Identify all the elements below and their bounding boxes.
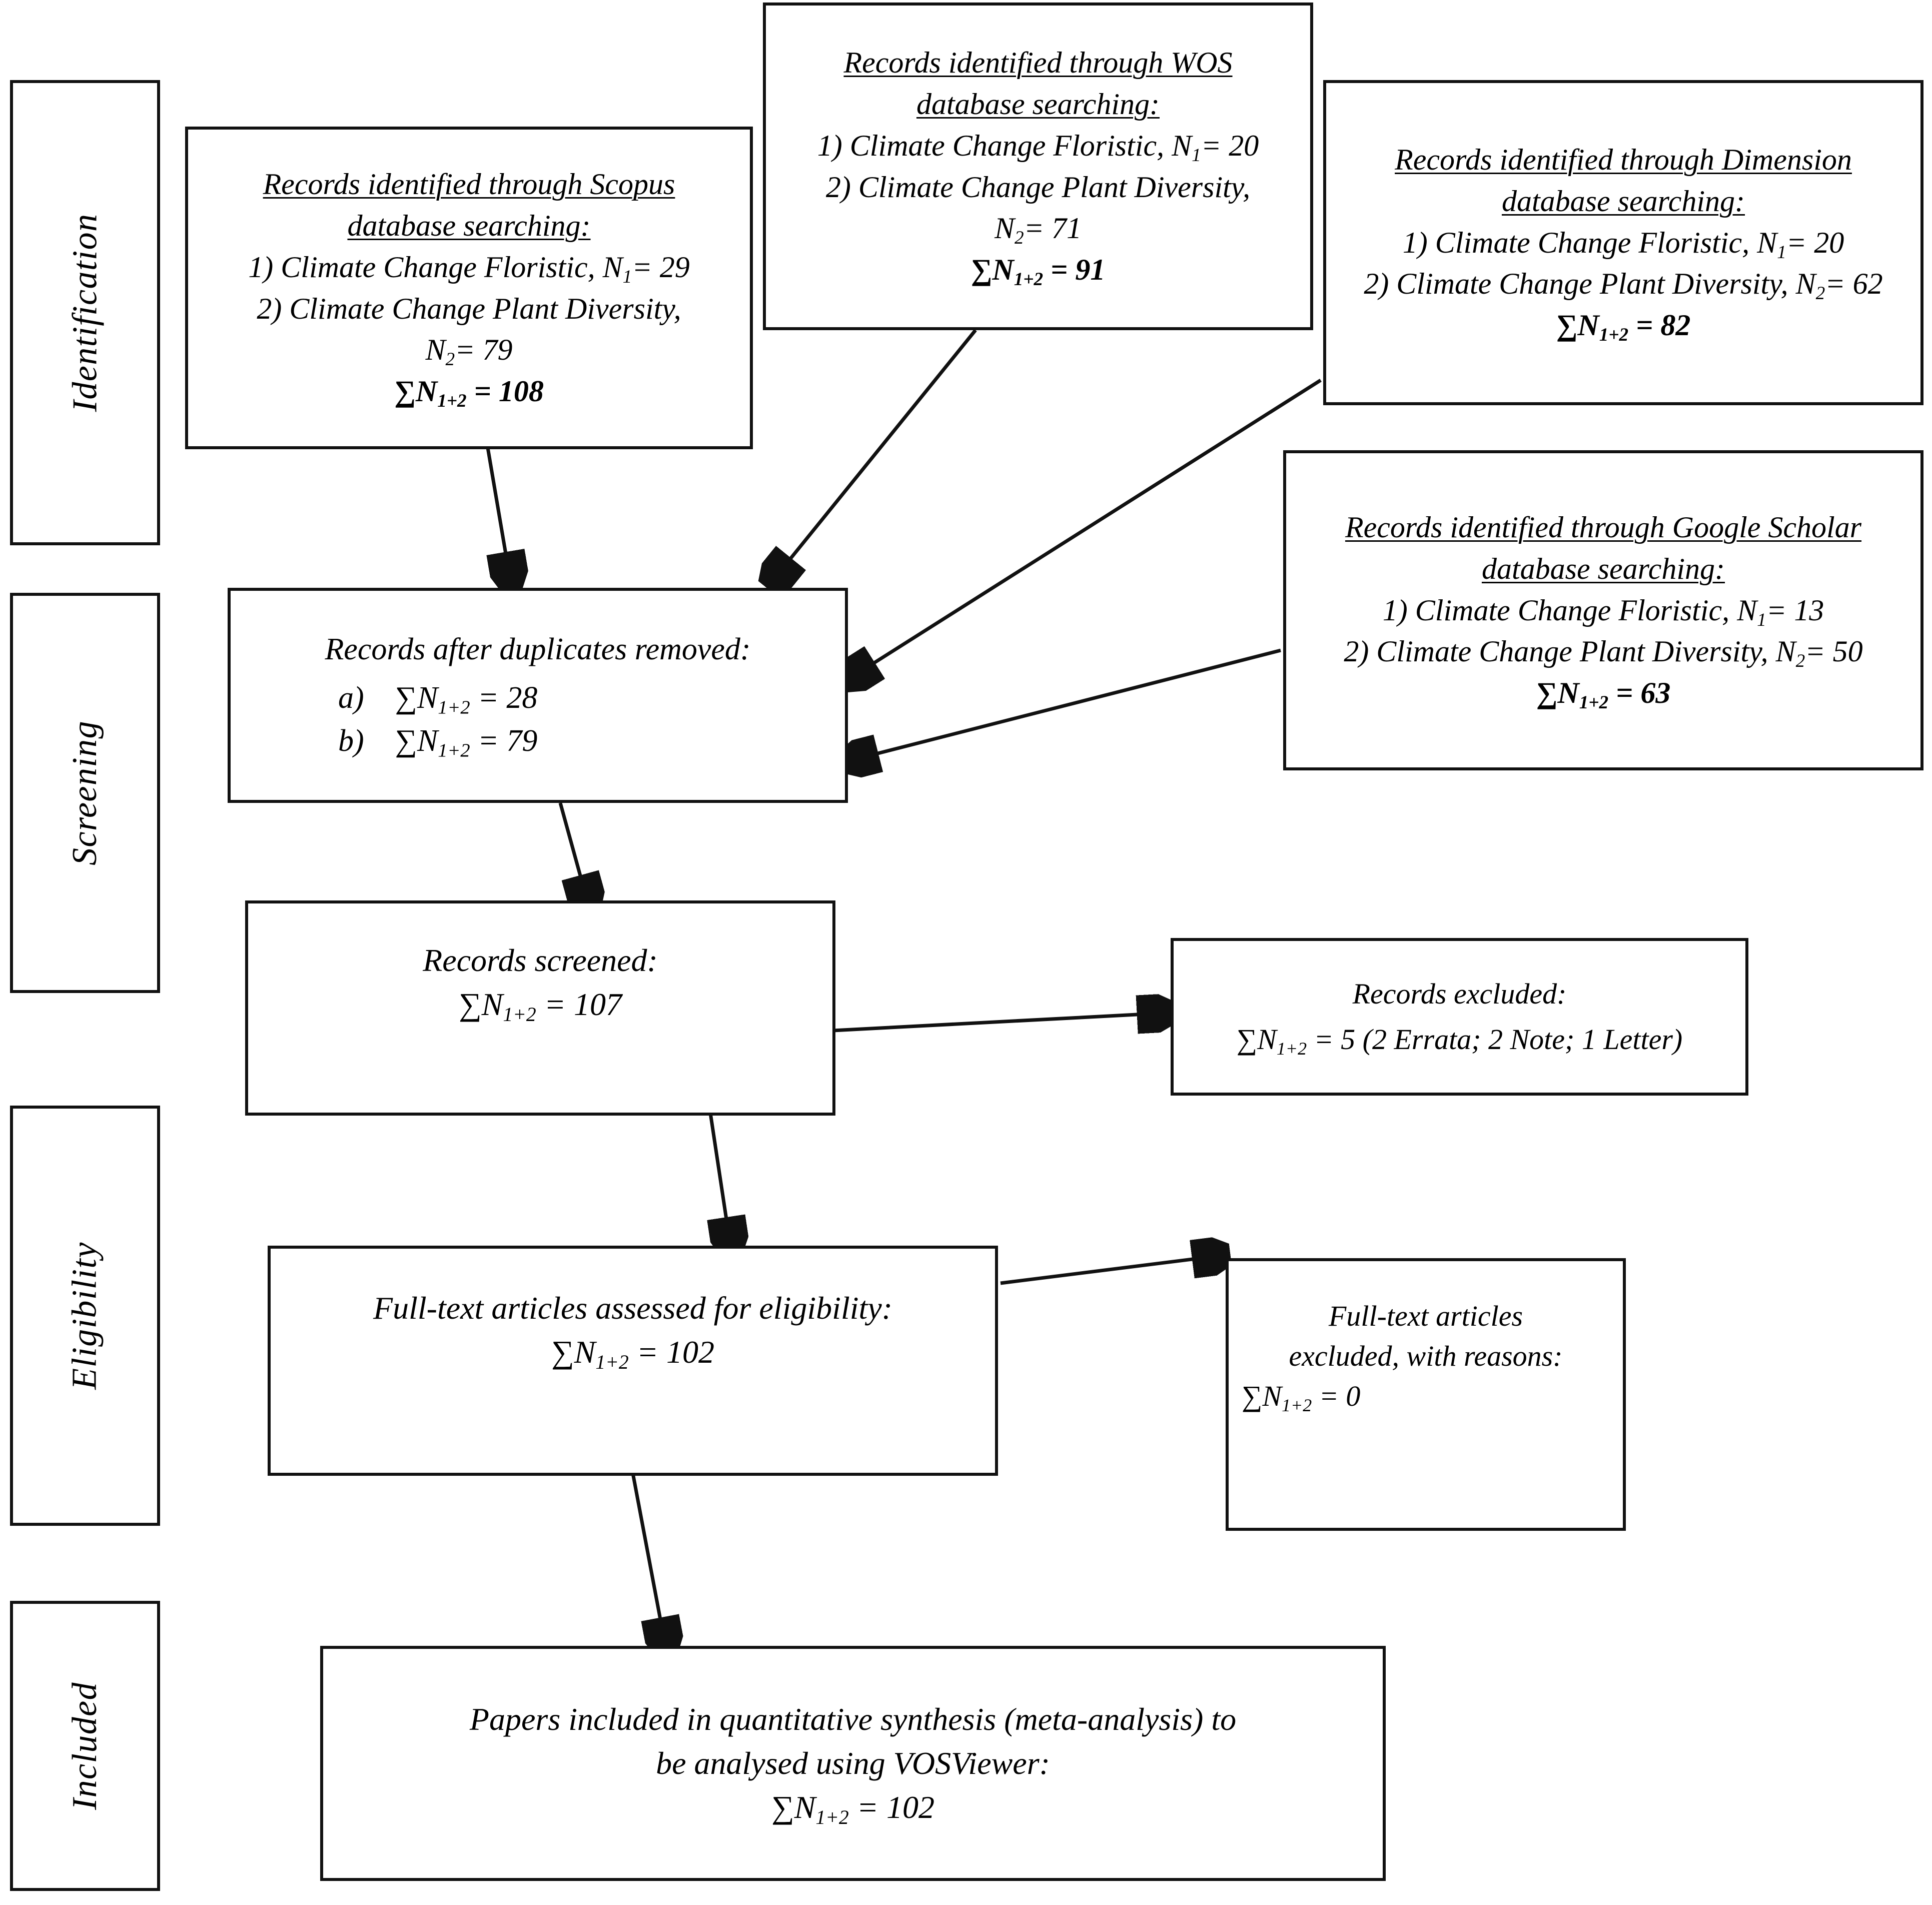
fulltext-excluded-title-line1: Full-text articles [1328, 1300, 1523, 1332]
step-box-fulltext-excluded: Full-text articles excluded, with reason… [1226, 1258, 1626, 1531]
arrow-screened-to-fulltext [710, 1113, 730, 1246]
scopus-heading-line2: database searching: [347, 209, 591, 242]
dimension-heading-line1: Records identified through Dimension [1395, 143, 1852, 176]
arrow-dimension-to-duplicates [850, 379, 1322, 678]
wos-item-2-count: N2= 71 [994, 212, 1082, 249]
dimension-item-2: 2) Climate Change Plant Diversity, N2= 6… [1364, 267, 1883, 304]
stage-label-included-text: Included [65, 1681, 104, 1810]
wos-heading-line1: Records identified through WOS [843, 46, 1233, 80]
scopus-item-2: 2) Climate Change Plant Diversity, [257, 292, 681, 325]
step-box-records-excluded: Records excluded: ∑N1+2 = 5 (2 Errata; 2… [1171, 938, 1748, 1096]
arrow-fulltext-to-fulltext-excluded [1000, 1256, 1221, 1285]
arrow-googlescholar-to-duplicates [850, 648, 1281, 760]
wos-item-2: 2) Climate Change Plant Diversity, [825, 170, 1251, 204]
scopus-heading-line1: Records identified through Scopus [263, 168, 675, 201]
arrow-wos-to-duplicates [773, 329, 977, 580]
googlescholar-heading-line2: database searching: [1481, 552, 1725, 585]
step-box-papers-included: Papers included in quantitative synthesi… [320, 1646, 1386, 1881]
duplicates-title: Records after duplicates removed: [325, 632, 751, 666]
wos-total: ∑N1+2 = 91 [971, 253, 1106, 290]
step-box-fulltext-assessed: Full-text articles assessed for eligibil… [268, 1246, 998, 1476]
stage-label-identification: Identification [10, 80, 160, 545]
stage-label-screening: Screening [10, 593, 160, 993]
step-box-records-screened: Records screened: ∑N1+2 = 107 [245, 900, 835, 1116]
fulltext-excluded-total: ∑N1+2 = 0 [1242, 1380, 1361, 1415]
stage-label-included: Included [10, 1601, 160, 1891]
wos-heading-line2: database searching: [916, 87, 1160, 121]
source-box-scopus: Records identified through Scopus databa… [185, 127, 753, 449]
records-screened-total: ∑N1+2 = 107 [459, 987, 622, 1026]
dimension-item-1: 1) Climate Change Floristic, N1= 20 [1402, 226, 1844, 263]
arrow-scopus-to-duplicates [486, 447, 510, 580]
fulltext-excluded-title-line2: excluded, with reasons: [1289, 1340, 1563, 1373]
duplicates-line-b: b) ∑N1+2 = 79 [338, 723, 538, 761]
googlescholar-heading-line1: Records identified through Google Schola… [1345, 511, 1862, 544]
googlescholar-item-2: 2) Climate Change Plant Diversity, N2= 5… [1344, 635, 1863, 672]
papers-included-title-line1: Papers included in quantitative synthesi… [469, 1701, 1237, 1737]
scopus-item-2-count: N2= 79 [425, 333, 513, 370]
googlescholar-total: ∑N1+2 = 63 [1536, 676, 1671, 713]
papers-included-total: ∑N1+2 = 102 [771, 1789, 934, 1829]
papers-included-title-line2: be analysed using VOSViewer: [656, 1745, 1050, 1781]
dimension-heading-line2: database searching: [1501, 184, 1745, 218]
wos-item-1: 1) Climate Change Floristic, N1= 20 [817, 129, 1259, 166]
arrow-screened-to-excluded [832, 1013, 1166, 1031]
scopus-total: ∑N1+2 = 108 [394, 375, 544, 412]
duplicates-line-a: a) ∑N1+2 = 28 [338, 681, 538, 718]
step-box-duplicates-removed: Records after duplicates removed: a) ∑N1… [228, 588, 848, 803]
arrow-duplicates-to-screened [558, 802, 588, 903]
stage-label-eligibility: Eligibility [10, 1106, 160, 1526]
source-box-google-scholar: Records identified through Google Schola… [1283, 450, 1923, 770]
scopus-item-1: 1) Climate Change Floristic, N1= 29 [248, 250, 690, 287]
dimension-total: ∑N1+2 = 82 [1556, 309, 1691, 346]
records-excluded-total: ∑N1+2 = 5 (2 Errata; 2 Note; 1 Letter) [1236, 1023, 1683, 1059]
records-screened-title: Records screened: [423, 942, 658, 978]
source-box-wos: Records identified through WOS database … [763, 3, 1313, 330]
stage-label-screening-text: Screening [66, 720, 104, 865]
fulltext-assessed-total: ∑N1+2 = 102 [551, 1334, 714, 1374]
arrow-fulltext-to-included [631, 1473, 665, 1646]
records-excluded-title: Records excluded: [1352, 978, 1567, 1011]
fulltext-assessed-title: Full-text articles assessed for eligibil… [373, 1290, 893, 1326]
source-box-dimension: Records identified through Dimension dat… [1323, 80, 1923, 405]
stage-label-eligibility-text: Eligibility [66, 1242, 104, 1390]
stage-label-identification-text: Identification [66, 213, 104, 412]
googlescholar-item-1: 1) Climate Change Floristic, N1= 13 [1382, 593, 1824, 630]
